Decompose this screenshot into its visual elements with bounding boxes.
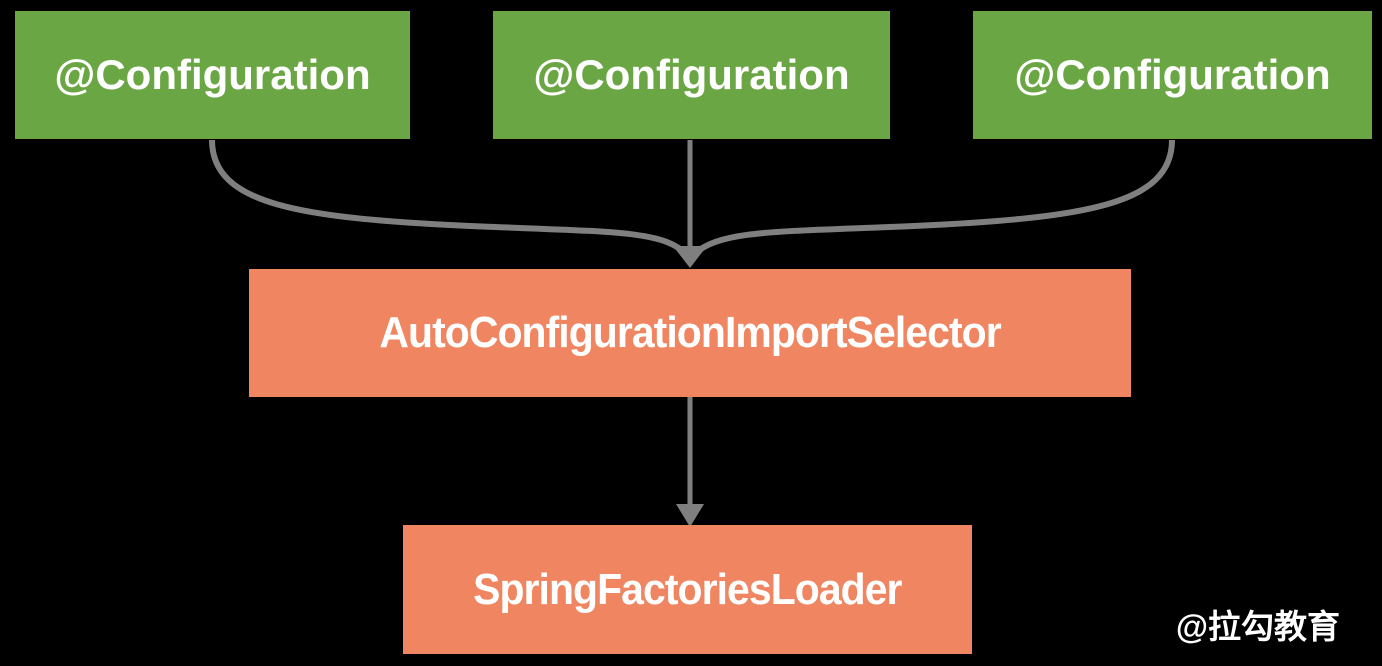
configuration-box-3: @Configuration [973, 11, 1372, 139]
configuration-box-1: @Configuration [15, 11, 410, 139]
arrow-curve-right [692, 139, 1175, 257]
spring-factories-loader-box: SpringFactoriesLoader [403, 525, 972, 654]
configuration-box-2-label: @Configuration [533, 51, 850, 98]
arrowhead-bottom-icon [676, 504, 704, 527]
spring-factories-loader-label: SpringFactoriesLoader [473, 564, 902, 614]
watermark: @拉勾教育 [1175, 608, 1340, 645]
configuration-box-2: @Configuration [493, 11, 890, 139]
arrow-curve-left [209, 139, 689, 257]
configuration-box-3-label: @Configuration [1014, 51, 1331, 98]
configuration-box-1-label: @Configuration [54, 51, 371, 98]
arrowhead-top-icon [673, 246, 707, 268]
auto-configuration-import-selector-label: AutoConfigurationImportSelector [379, 308, 1001, 357]
auto-configuration-import-selector-box: AutoConfigurationImportSelector [249, 269, 1131, 397]
